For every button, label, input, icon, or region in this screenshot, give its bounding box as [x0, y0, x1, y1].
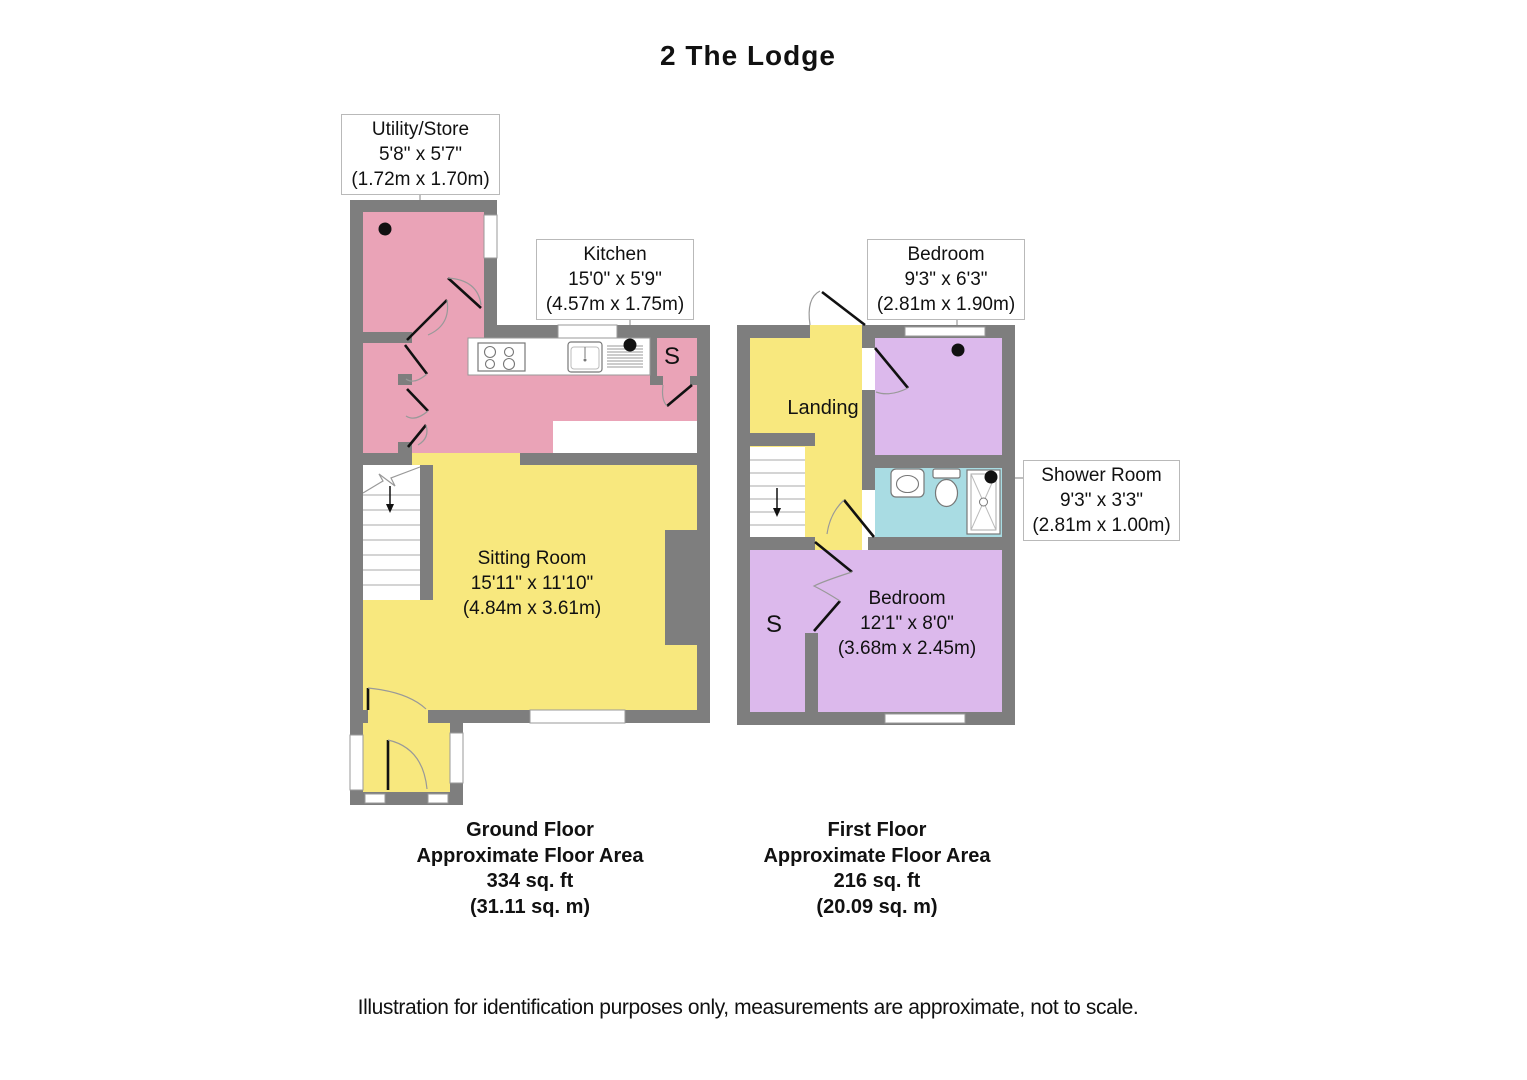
caption-line: 334 sq. ft [486, 870, 574, 892]
chimney-breast [665, 530, 697, 645]
utility-room-label: Utility/Store 5'8" x 5'7" (1.72m x 1.70m… [341, 114, 500, 195]
first-floor-plan [737, 290, 1027, 725]
kitchen-counter [467, 337, 651, 376]
room-name: Shower Room [1041, 465, 1162, 486]
disclaimer-text: Illustration for identification purposes… [357, 996, 1139, 1019]
caption-line: Approximate Floor Area [763, 844, 991, 867]
room-name: Sitting Room [477, 548, 587, 569]
smoke-detector-dot [984, 470, 998, 484]
hob-icon [477, 342, 526, 372]
room-size-metric: (1.72m x 1.70m) [351, 169, 490, 190]
room-size-metric: (3.68m x 2.45m) [837, 638, 977, 659]
room-name: Utility/Store [371, 119, 470, 140]
room-size-imperial: 5'8" x 5'7" [378, 144, 463, 165]
room-size-metric: (2.81m x 1.90m) [876, 294, 1016, 315]
shower-room-label: Shower Room 9'3" x 3'3" (2.81m x 1.00m) [1023, 460, 1180, 541]
ground-floor-doors [366, 277, 693, 790]
first-floor-doors [808, 290, 910, 632]
room-name: Kitchen [583, 244, 647, 265]
ground-floor-windows [349, 214, 626, 804]
caption-line: Ground Floor [466, 819, 594, 841]
caption-line: (20.09 sq. m) [816, 895, 938, 918]
ground-floor-plan [349, 192, 710, 805]
basin-icon [890, 468, 925, 498]
room-size-metric: (4.84m x 3.61m) [462, 598, 602, 619]
first-floor-windows [884, 326, 986, 724]
stair-break-line [362, 466, 421, 494]
room-size-imperial: 12'1" x 8'0" [860, 613, 954, 634]
caption-line: Approximate Floor Area [416, 844, 644, 867]
room-size-imperial: 9'3" x 6'3" [904, 269, 988, 290]
sitting-room-label: Sitting Room 15'11" x 11'10" (4.84m x 3.… [406, 546, 658, 621]
room-size-imperial: 15'0" x 5'9" [568, 269, 662, 290]
smoke-detector-dot [623, 338, 637, 352]
toilet-icon [932, 468, 961, 508]
room-size-imperial: 9'3" x 3'3" [1059, 490, 1144, 511]
landing-label: Landing [787, 397, 859, 419]
caption-line: (31.11 sq. m) [469, 895, 591, 918]
page-title: 2 The Lodge [660, 40, 836, 71]
room-name: Bedroom [907, 244, 985, 265]
room-size-imperial: 15'11" x 11'10" [470, 573, 594, 594]
room-size-metric: (4.57m x 1.75m) [545, 294, 685, 315]
smoke-detector-dot [378, 222, 392, 236]
first-floor-caption: First Floor Approximate Floor Area 216 s… [702, 818, 1052, 920]
smoke-detector-dot [951, 343, 965, 357]
room-name: Bedroom [868, 588, 946, 609]
store-label-first: S [766, 611, 783, 638]
caption-line: First Floor [827, 819, 927, 841]
first-floor-fills [750, 325, 1002, 712]
store-label-ground: S [664, 343, 681, 370]
room-size-metric: (2.81m x 1.00m) [1032, 515, 1171, 536]
caption-line: 216 sq. ft [833, 870, 921, 892]
bedroom1-room-label: Bedroom 9'3" x 6'3" (2.81m x 1.90m) [867, 239, 1025, 320]
kitchen-room-label: Kitchen 15'0" x 5'9" (4.57m x 1.75m) [536, 239, 694, 320]
first-floor-stairs [750, 447, 805, 537]
ground-floor-caption: Ground Floor Approximate Floor Area 334 … [355, 818, 705, 920]
ground-floor-stairs [362, 465, 421, 600]
bedroom2-room-label: Bedroom 12'1" x 8'0" (3.68m x 2.45m) [781, 586, 1033, 661]
